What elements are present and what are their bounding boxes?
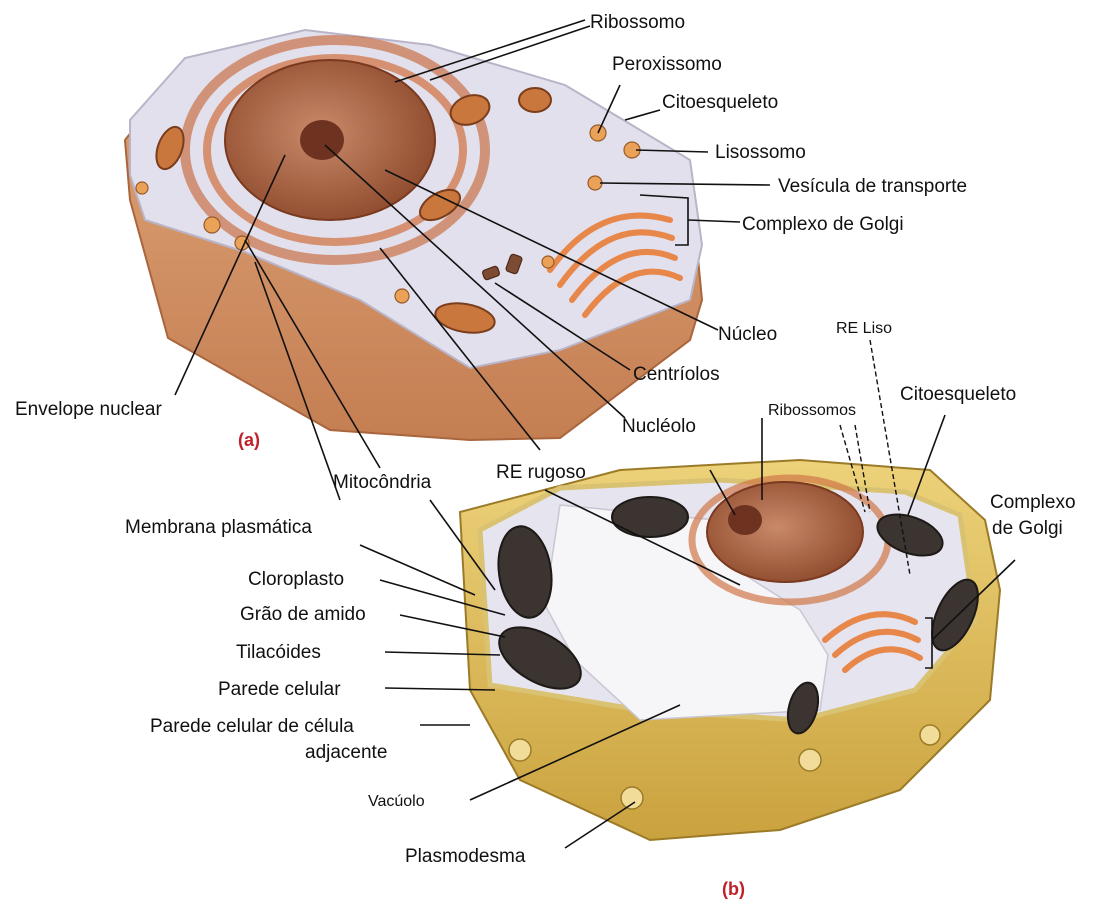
label-vesicula-transporte: Vesícula de transporte: [778, 176, 967, 197]
label-vacuolo: Vacúolo: [368, 793, 425, 810]
label-peroxissomo: Peroxissomo: [612, 54, 722, 75]
label-lisossomo: Lisossomo: [715, 142, 806, 163]
panel-label-a: (a): [238, 430, 260, 450]
label-ribossomos: Ribossomos: [768, 402, 856, 419]
label-re-liso: RE Liso: [836, 320, 892, 337]
label-ribossomo: Ribossomo: [590, 12, 685, 33]
label-parede-celular: Parede celular: [218, 679, 341, 700]
label-centriolos: Centríolos: [633, 364, 720, 385]
panel-label-b: (b): [722, 879, 745, 899]
label-grao-amido: Grão de amido: [240, 604, 366, 625]
label-envelope-nuclear: Envelope nuclear: [15, 399, 162, 420]
label-nucleolo: Nucléolo: [622, 416, 696, 437]
label-complexo-golgi-a: Complexo de Golgi: [742, 214, 904, 235]
label-parede-adjacente-line1: Parede celular de célula: [150, 716, 354, 737]
label-cloroplasto: Cloroplasto: [248, 569, 344, 590]
label-membrana-plasmatica: Membrana plasmática: [125, 517, 312, 538]
label-parede-adjacente-line2: adjacente: [305, 742, 387, 763]
label-tilacoides: Tilacóides: [236, 642, 321, 663]
label-citoesqueleto-b: Citoesqueleto: [900, 384, 1016, 405]
label-citoesqueleto-a: Citoesqueleto: [662, 92, 778, 113]
label-re-rugoso: RE rugoso: [496, 462, 586, 483]
label-complexo-golgi-b-line2: de Golgi: [992, 518, 1063, 539]
animal-cell: [125, 30, 702, 440]
plant-cell: [460, 460, 1000, 840]
label-mitocondria: Mitocôndria: [333, 472, 432, 493]
label-plasmodesma: Plasmodesma: [405, 846, 526, 867]
label-complexo-golgi-b-line1: Complexo: [990, 492, 1076, 513]
label-nucleo: Núcleo: [718, 324, 777, 345]
